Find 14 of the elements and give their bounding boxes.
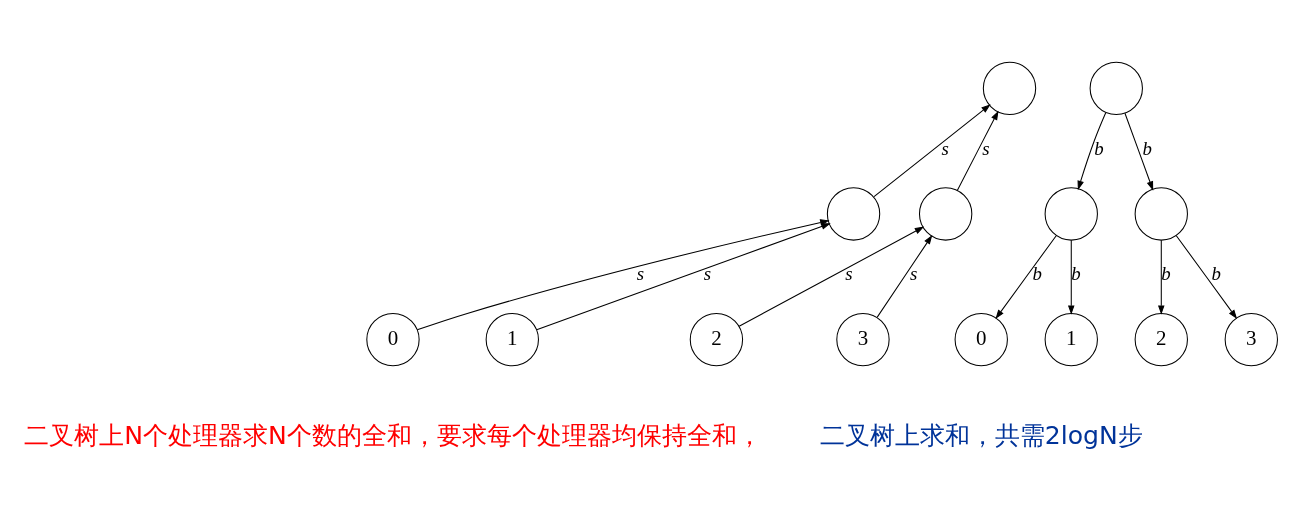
edge-label: b — [1211, 262, 1221, 284]
edge-label: s — [636, 262, 645, 284]
edge-label: b — [1142, 137, 1152, 159]
edge-label: s — [941, 137, 949, 159]
edge-label: b — [1094, 137, 1104, 159]
edge-label: s — [910, 262, 918, 284]
edge-label: b — [1161, 262, 1171, 284]
edge-label: s — [703, 262, 712, 284]
edge-label: s — [982, 137, 990, 159]
label: 二叉树上求和，共需2logN步 — [819, 420, 1143, 450]
edge-label: s — [845, 262, 853, 284]
edge-label: b — [1071, 262, 1081, 284]
edge-label: b — [1032, 262, 1042, 284]
label: 二叉树上N个处理器求N个数的全和，要求每个处理器均保持全和， — [24, 420, 762, 450]
